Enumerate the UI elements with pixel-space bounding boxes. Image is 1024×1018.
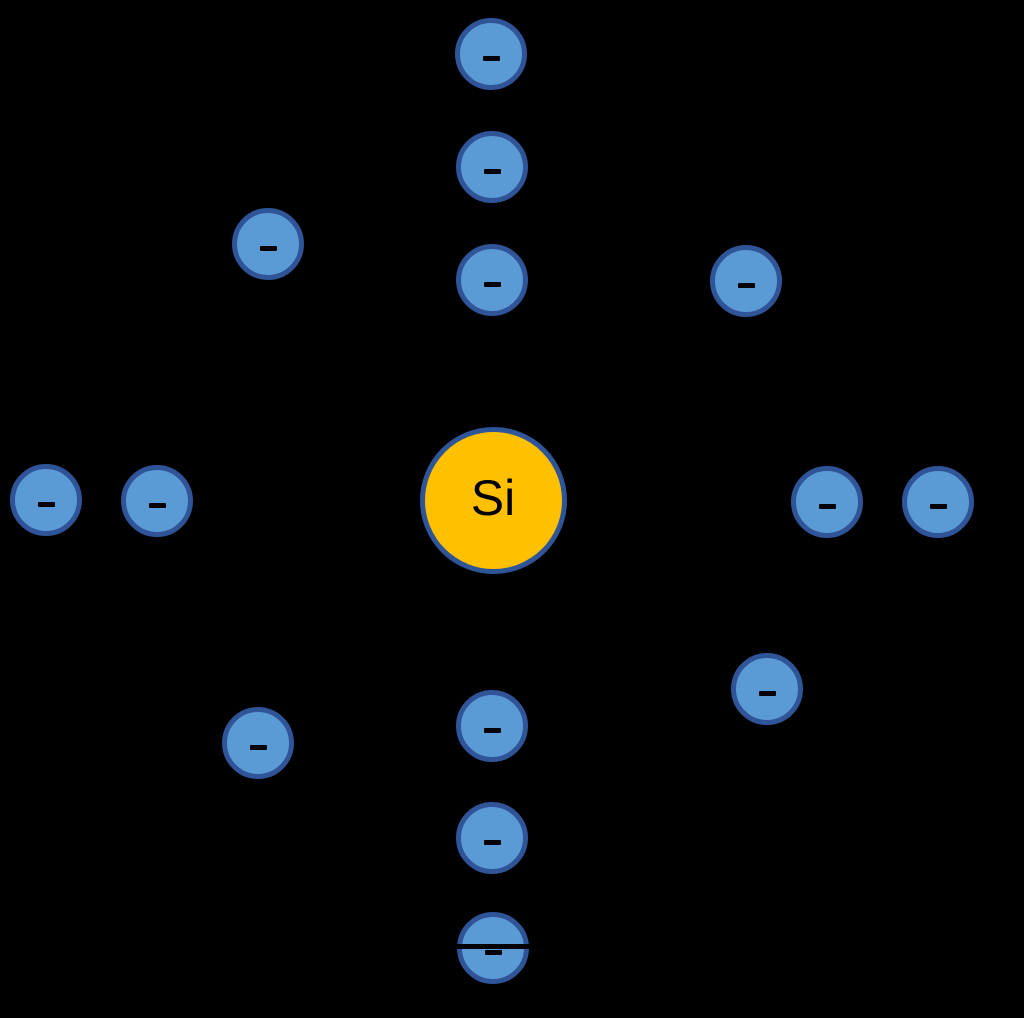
minus-symbol xyxy=(484,949,502,955)
electron-left-inner xyxy=(121,465,193,537)
minus-symbol xyxy=(259,245,277,251)
electron-top-column-2 xyxy=(456,131,528,203)
minus-symbol xyxy=(483,727,501,733)
electron-upper-left xyxy=(232,208,304,280)
electron-upper-right xyxy=(710,245,782,317)
electron-bottom-column-2 xyxy=(456,802,528,874)
electron-left-outer xyxy=(10,464,82,536)
strike-line xyxy=(448,944,538,949)
minus-symbol xyxy=(483,168,501,174)
electron-lower-right xyxy=(731,653,803,725)
electron-top-column-3 xyxy=(456,244,528,316)
minus-symbol xyxy=(37,501,55,507)
electron-bottom-column-1 xyxy=(456,690,528,762)
minus-symbol xyxy=(482,55,500,61)
minus-symbol xyxy=(929,503,947,509)
silicon-atom: Si xyxy=(419,426,567,574)
electron-top-column-1 xyxy=(455,18,527,90)
electron-right-outer xyxy=(902,466,974,538)
minus-symbol xyxy=(148,502,166,508)
minus-symbol xyxy=(483,281,501,287)
minus-symbol xyxy=(249,744,267,750)
minus-symbol xyxy=(483,839,501,845)
electron-lower-left xyxy=(222,707,294,779)
silicon-atom-label: Si xyxy=(470,470,516,526)
minus-symbol xyxy=(737,282,755,288)
minus-symbol xyxy=(758,690,776,696)
electron-right-inner xyxy=(791,466,863,538)
minus-symbol xyxy=(818,503,836,509)
